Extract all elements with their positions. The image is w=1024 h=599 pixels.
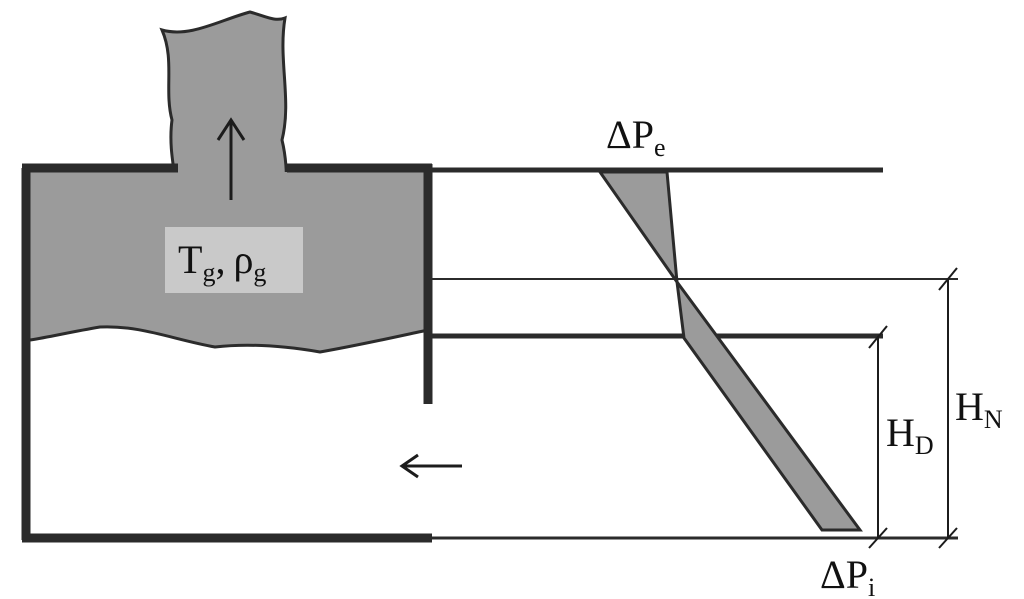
interior-pressure-region <box>674 276 863 532</box>
discharge-height-label: HD <box>886 410 934 460</box>
gas-label-box <box>165 227 303 293</box>
compartment-walls <box>21 163 433 543</box>
neutral-plane-height-label: HN <box>955 384 1003 434</box>
reference-lines <box>432 167 958 540</box>
gas-properties-label: Tg,ρg <box>178 237 266 287</box>
smoke-plume <box>159 10 289 204</box>
arrow-up-icon <box>216 117 246 200</box>
interior-pressure-label: ΔPi <box>820 552 875 599</box>
smoke-interface <box>29 325 429 354</box>
arrow-left-icon <box>399 453 462 479</box>
exterior-pressure-region <box>597 170 680 288</box>
exterior-pressure-label: ΔPe <box>606 112 666 162</box>
dimension-lines <box>868 267 958 549</box>
